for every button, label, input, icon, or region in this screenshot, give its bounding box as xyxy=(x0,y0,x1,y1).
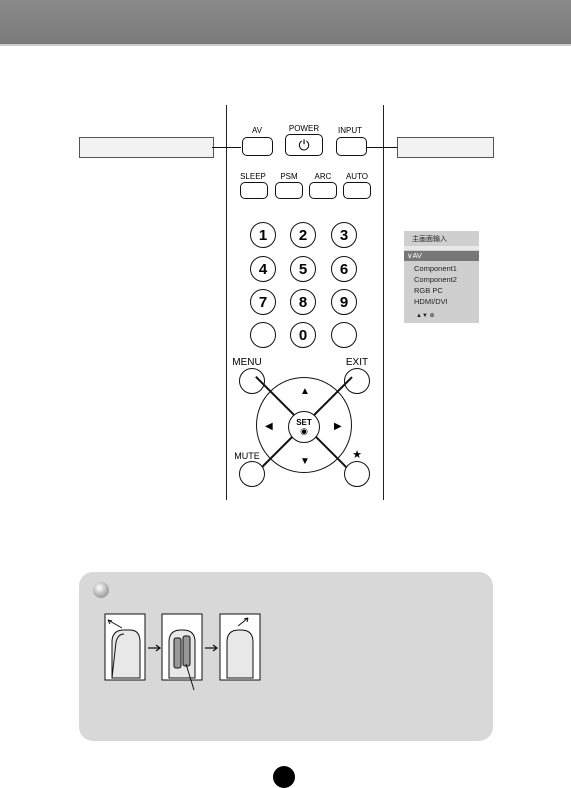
star-label: ★ xyxy=(352,449,362,461)
number-button-4[interactable]: 4 xyxy=(250,256,276,282)
header-bar xyxy=(0,0,571,46)
blank-button-right[interactable] xyxy=(331,322,357,348)
input-label: INPUT xyxy=(338,126,362,135)
exit-button[interactable] xyxy=(344,368,370,394)
arc-label: ARC xyxy=(314,172,332,181)
dpad-left-button[interactable]: ◀ xyxy=(265,421,273,432)
input-menu-selected[interactable]: ∨AV xyxy=(404,251,479,261)
power-button[interactable]: ⏻ xyxy=(285,134,323,156)
input-menu-item[interactable]: RGB PC xyxy=(414,286,443,295)
input-callout-line xyxy=(367,147,397,148)
input-button[interactable] xyxy=(336,137,367,156)
psm-label: PSM xyxy=(280,172,298,181)
battery-step-1 xyxy=(104,613,146,681)
dpad-up-button[interactable]: ▲ xyxy=(300,386,310,397)
sleep-label: SLEEP xyxy=(240,172,266,181)
sleep-button[interactable] xyxy=(240,182,268,199)
number-button-0[interactable]: 0 xyxy=(290,322,316,348)
power-icon: ⏻ xyxy=(298,136,310,153)
av-label: AV xyxy=(251,126,263,135)
battery-step-2 xyxy=(161,613,203,691)
input-callout-box xyxy=(397,137,494,158)
number-button-5[interactable]: 5 xyxy=(290,256,316,282)
input-menu-item[interactable]: HDMI/DVI xyxy=(414,297,448,306)
power-label: POWER xyxy=(288,124,320,133)
number-button-3[interactable]: 3 xyxy=(331,222,357,248)
set-button[interactable]: SET ◉ xyxy=(288,411,320,443)
battery-step-3 xyxy=(219,613,261,681)
av-callout-box xyxy=(79,137,214,158)
input-menu-footer: ▲▼ ⊕ xyxy=(416,313,435,319)
number-button-2[interactable]: 2 xyxy=(290,222,316,248)
auto-button[interactable] xyxy=(343,182,371,199)
battery-install-illustration xyxy=(104,613,261,691)
page-number-badge xyxy=(273,766,295,788)
mute-label: MUTE xyxy=(234,451,260,461)
arrow-icon xyxy=(148,644,161,652)
number-button-1[interactable]: 1 xyxy=(250,222,276,248)
dpad-down-button[interactable]: ▼ xyxy=(300,456,310,467)
menu-button[interactable] xyxy=(239,368,265,394)
set-label: SET xyxy=(296,418,312,427)
number-button-8[interactable]: 8 xyxy=(290,289,316,315)
blank-button-left[interactable] xyxy=(250,322,276,348)
set-dot-icon: ◉ xyxy=(300,426,308,436)
psm-button[interactable] xyxy=(275,182,303,199)
exit-label: EXIT xyxy=(345,357,369,368)
input-menu-panel: 主画面输入 ∨AV Component1 Component2 RGB PC H… xyxy=(404,231,479,323)
number-button-7[interactable]: 7 xyxy=(250,289,276,315)
star-button[interactable] xyxy=(344,461,370,487)
note-bullet-icon xyxy=(93,582,109,598)
arrow-icon xyxy=(205,644,218,652)
arc-button[interactable] xyxy=(309,182,337,199)
input-menu-item[interactable]: Component1 xyxy=(414,264,457,273)
dpad xyxy=(256,377,352,473)
input-menu-title: 主画面输入 xyxy=(412,236,447,243)
note-box xyxy=(79,572,493,741)
auto-label: AUTO xyxy=(345,172,369,181)
input-menu-separator xyxy=(404,246,479,250)
number-button-9[interactable]: 9 xyxy=(331,289,357,315)
input-menu-item[interactable]: Component2 xyxy=(414,275,457,284)
number-button-6[interactable]: 6 xyxy=(331,256,357,282)
dpad-right-button[interactable]: ▶ xyxy=(334,421,342,432)
remote-control xyxy=(226,105,384,500)
menu-label: MENU xyxy=(232,357,262,368)
mute-button[interactable] xyxy=(239,461,265,487)
av-button[interactable] xyxy=(242,137,273,156)
